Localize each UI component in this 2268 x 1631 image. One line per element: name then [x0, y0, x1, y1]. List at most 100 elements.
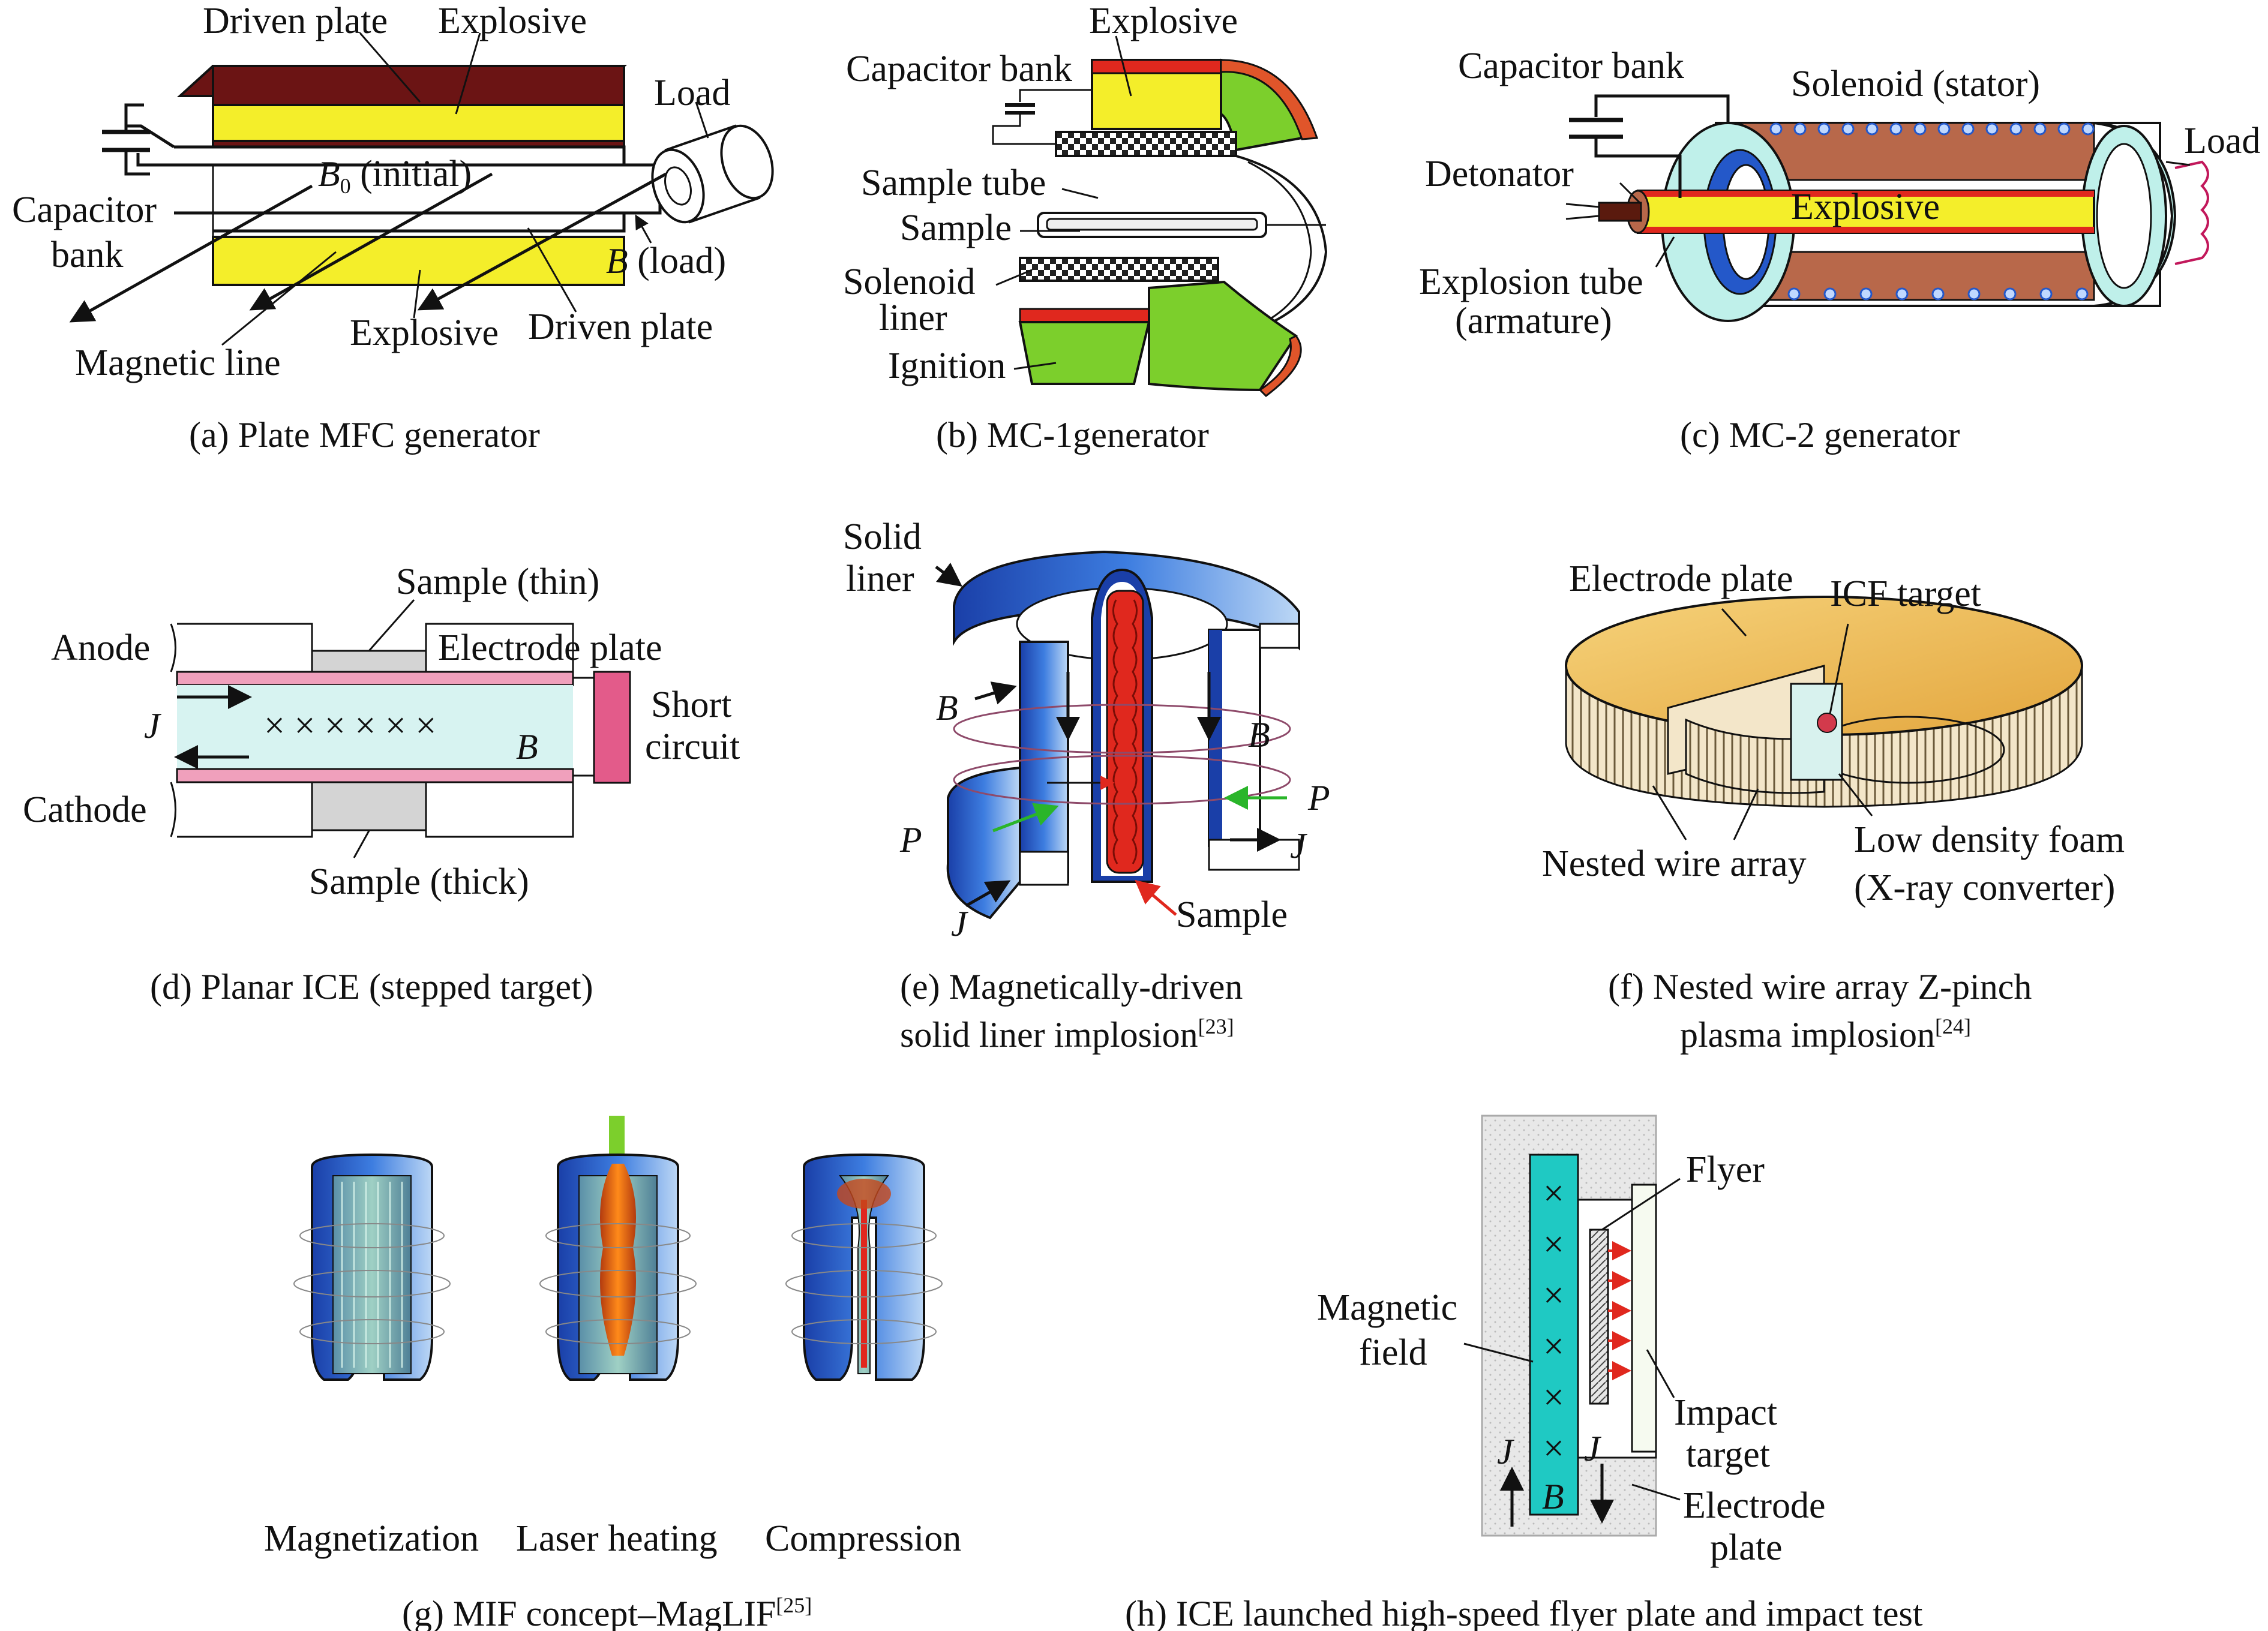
- label-circuit: circuit: [645, 726, 740, 767]
- inner-wire-array: [1685, 718, 1825, 794]
- caption-a: (a) Plate MFC generator: [189, 415, 540, 455]
- maglif-compression: [785, 1153, 943, 1381]
- label-load: Load: [654, 73, 730, 113]
- caption-g: (g) MIF concept–MagLIF[25]: [402, 1593, 812, 1631]
- caption-e-line2: solid liner implosion[23]: [900, 1014, 1234, 1055]
- label-b-load: B (load): [606, 241, 726, 281]
- sample-thick: [311, 781, 427, 831]
- label-b: B: [1542, 1477, 1564, 1516]
- cross-4: ×: [1543, 1326, 1564, 1367]
- explosive-block-bottom: [1019, 308, 1150, 323]
- laser-hot-channel: [600, 1164, 636, 1356]
- label-magnetic-line: Magnetic line: [75, 343, 281, 383]
- label-solid: Solid: [843, 516, 922, 557]
- label-low-density-foam: Low density foam: [1854, 819, 2125, 860]
- explosive-top-yellow: [212, 104, 625, 142]
- cross-5: ×: [1543, 1377, 1564, 1418]
- label-b-right: B: [1248, 715, 1270, 755]
- icf-target: [1817, 713, 1837, 733]
- label-p-right: P: [1307, 778, 1330, 818]
- label-capacitor-bank: Capacitor bank: [1458, 46, 1684, 86]
- caption-c: (c) MC-2 generator: [1680, 415, 1960, 455]
- cathode-plate: [176, 768, 574, 783]
- label-ignition: Ignition: [888, 346, 1006, 386]
- sample-thin: [311, 650, 427, 673]
- label-explosive-top: Explosive: [438, 1, 587, 41]
- panel-h: × × × × × × Flyer Magnetic field Impact …: [1125, 1115, 1923, 1631]
- short-circuit-bar: [593, 671, 631, 784]
- sample-core: [1106, 590, 1144, 874]
- caption-d: (d) Planar ICE (stepped target): [150, 967, 593, 1007]
- label-liner: liner: [846, 558, 914, 599]
- label-laser-heating: Laser heating: [516, 1518, 718, 1559]
- label-j-left: J: [951, 904, 968, 944]
- label-j-left: J: [1497, 1432, 1514, 1471]
- label-load: Load: [2184, 121, 2260, 161]
- label-sample: Sample: [1176, 894, 1288, 935]
- panel-b: Explosive Capacitor bank Sample tube Sam…: [843, 1, 1328, 455]
- caption-f-line2: plasma implosion[24]: [1680, 1014, 1971, 1055]
- coil-windings: [1769, 122, 2095, 301]
- caption-b: (b) MC-1generator: [936, 415, 1209, 455]
- label-armature: (armature): [1455, 301, 1612, 341]
- label-magnetic: Magnetic: [1317, 1287, 1457, 1328]
- panel-d: Sample (thin) Anode Electrode plate J × …: [23, 561, 740, 1007]
- label-b: B: [516, 727, 538, 767]
- label-p-left: P: [899, 820, 922, 860]
- liner-wall-right: [1209, 630, 1222, 846]
- liner-wall-left: [1019, 641, 1069, 883]
- label-sample-thick: Sample (thick): [309, 861, 529, 902]
- label-field: field: [1359, 1332, 1427, 1373]
- flyer-motion-arrows: [1608, 1241, 1631, 1380]
- maglif-laser-heating: [539, 1116, 697, 1381]
- load-cylinder: [651, 124, 774, 224]
- label-compression: Compression: [765, 1518, 961, 1559]
- end-ring-right: [2093, 122, 2177, 307]
- label-capacitor: Capacitor: [12, 190, 157, 230]
- low-density-foam: [1790, 683, 1843, 781]
- label-driven-plate-bottom: Driven plate: [528, 307, 713, 347]
- label-target: target: [1686, 1434, 1770, 1475]
- label-b-left: B: [936, 688, 958, 728]
- cross-6: ×: [1543, 1428, 1564, 1469]
- label-solenoid-stator: Solenoid (stator): [1791, 64, 2040, 104]
- label-cathode: Cathode: [23, 789, 147, 830]
- cross-2: ×: [1543, 1224, 1564, 1265]
- label-j: J: [144, 706, 161, 746]
- label-magnetization: Magnetization: [264, 1518, 479, 1559]
- label-liner: liner: [879, 298, 947, 338]
- panel-e: Solid liner B B P P J J Sample (e) Magne…: [843, 516, 1330, 1055]
- caption-h: (h) ICE launched high-speed flyer plate …: [1125, 1594, 1923, 1631]
- solenoid-liner-bottom: [1019, 257, 1219, 282]
- label-detonator: Detonator: [1425, 154, 1574, 194]
- label-electrode-plate: Electrode plate: [1569, 558, 1793, 599]
- detonator: [1598, 202, 1642, 222]
- label-explosive: Explosive: [1791, 187, 1940, 227]
- load-inductor: [2174, 160, 2209, 265]
- caption-e-line1: (e) Magnetically-driven: [900, 967, 1243, 1007]
- panel-g: Magnetization Laser heating Compression …: [264, 1116, 961, 1631]
- label-icf-target: ICF target: [1830, 573, 1981, 614]
- panel-c: Capacitor bank Solenoid (stator) Detonat…: [1419, 46, 2260, 455]
- panel-a: Driven plate Explosive Load Capacitor ba…: [12, 1, 774, 455]
- maglif-magnetization: [293, 1153, 451, 1381]
- cross-1: ×: [1543, 1173, 1564, 1214]
- label-b0-initial: B0 (initial): [318, 154, 472, 198]
- label-xray-converter: (X-ray converter): [1854, 867, 2115, 908]
- label-explosion-tube: Explosion tube: [1419, 262, 1643, 302]
- label-j-right: J: [1290, 826, 1307, 866]
- anode-plate: [176, 671, 574, 686]
- solenoid-top: [1055, 131, 1237, 157]
- label-sample-thin: Sample (thin): [396, 561, 599, 602]
- impact-target: [1631, 1184, 1657, 1453]
- green-bottom-block: [1018, 321, 1151, 385]
- label-bank: bank: [51, 235, 124, 275]
- label-short: Short: [651, 684, 731, 725]
- label-nested-wire-array: Nested wire array: [1542, 843, 1807, 884]
- label-flyer: Flyer: [1686, 1149, 1765, 1190]
- label-capacitor-bank: Capacitor bank: [846, 49, 1072, 89]
- cross-3: ×: [1543, 1275, 1564, 1316]
- label-sample-tube: Sample tube: [861, 163, 1046, 203]
- label-explosive: Explosive: [1089, 1, 1238, 41]
- label-electrode-plate: Electrode plate: [438, 627, 662, 668]
